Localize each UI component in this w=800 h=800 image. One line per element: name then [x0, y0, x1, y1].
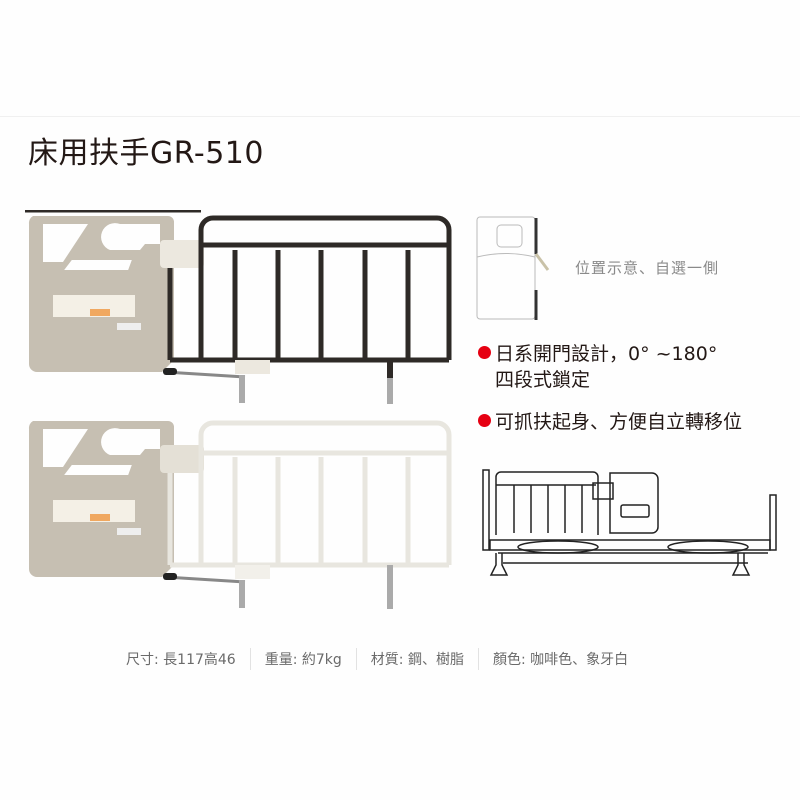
spec-divider	[355, 648, 357, 670]
product-image-coffee-rail	[25, 210, 452, 404]
position-caption: 位置示意、自選一側	[575, 259, 720, 277]
spec-material: 材質: 鋼、樹脂	[370, 652, 464, 668]
spec-bar: 尺寸: 長117高46 重量: 約7kg 材質: 鋼、樹脂 顏色: 咖啡色、象牙…	[112, 648, 642, 670]
spec-divider	[249, 648, 251, 670]
spec-color: 顏色: 咖啡色、象牙白	[492, 652, 629, 668]
bullet-icon	[478, 346, 491, 359]
spec-divider	[477, 648, 479, 670]
bullet-icon	[478, 414, 491, 427]
spec-weight: 重量: 約7kg	[264, 652, 342, 668]
page-title: 床用扶手GR-510	[28, 136, 264, 171]
top-divider	[0, 116, 800, 117]
product-image-ivory-rail	[28, 420, 452, 609]
bed-side-view-drawing	[482, 469, 777, 576]
feature-item: 可抓扶起身、方便自立轉移位	[478, 409, 742, 435]
spec-dimensions: 尺寸: 長117高46	[126, 652, 236, 668]
feature-item: 日系開門設計，0° ~180° 四段式鎖定	[478, 341, 717, 393]
bed-position-diagram	[476, 216, 550, 320]
